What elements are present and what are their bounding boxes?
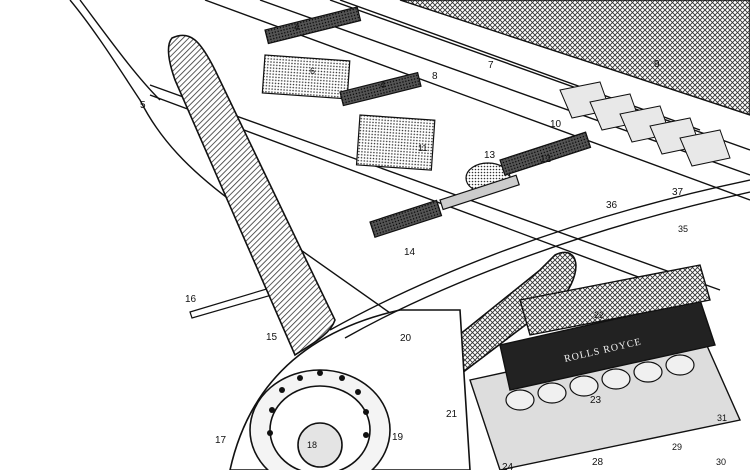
callout-label: 22 [594, 310, 604, 320]
callout-label: 20 [400, 333, 412, 344]
callout-label: 37 [672, 187, 684, 198]
callout-label: 7 [488, 60, 494, 71]
cannon-ammo-drum [465, 131, 592, 194]
propeller-blade-left [167, 34, 336, 357]
callout-label: 12 [540, 154, 552, 165]
spinner [229, 309, 471, 470]
callout-label: 21 [446, 409, 458, 420]
callout-label: 17 [215, 435, 227, 446]
machine-gun-outer [261, 6, 362, 100]
machine-gun-inner [339, 71, 436, 171]
callout-label: 15 [266, 332, 278, 343]
callout-label: 29 [672, 442, 682, 452]
callout-label: 4 [294, 22, 300, 33]
callout-label: 23 [590, 395, 602, 406]
callout-label: 4 [380, 80, 386, 91]
callout-label: 11 [418, 143, 427, 153]
callout-label: 28 [592, 457, 604, 468]
callout-label: 13 [484, 150, 496, 161]
cannon-barrel [369, 174, 520, 238]
callout-label: 18 [307, 440, 317, 450]
aileron-ribs [559, 81, 731, 167]
callout-label: 35 [678, 224, 688, 234]
callout-label: 30 [716, 457, 726, 467]
callout-label: 14 [404, 247, 416, 258]
callout-label: 36 [606, 200, 618, 211]
callout-label: 5 [140, 100, 146, 111]
callout-label: 10 [550, 119, 562, 130]
callout-labels: 4 6 4 8 7 9 5 10 11 13 12 37 36 35 14 16… [140, 22, 727, 470]
callout-label: 19 [392, 432, 404, 443]
cowling [329, 179, 750, 339]
callout-label: 31 [717, 413, 727, 423]
callout-label: 9 [654, 59, 660, 70]
callout-label: 6 [310, 66, 315, 76]
exhaust-stacks [505, 354, 695, 411]
callout-label: 8 [432, 71, 438, 82]
callout-label: 16 [185, 294, 197, 305]
spinner-bolts [267, 370, 369, 438]
callout-label: 24 [502, 462, 514, 470]
